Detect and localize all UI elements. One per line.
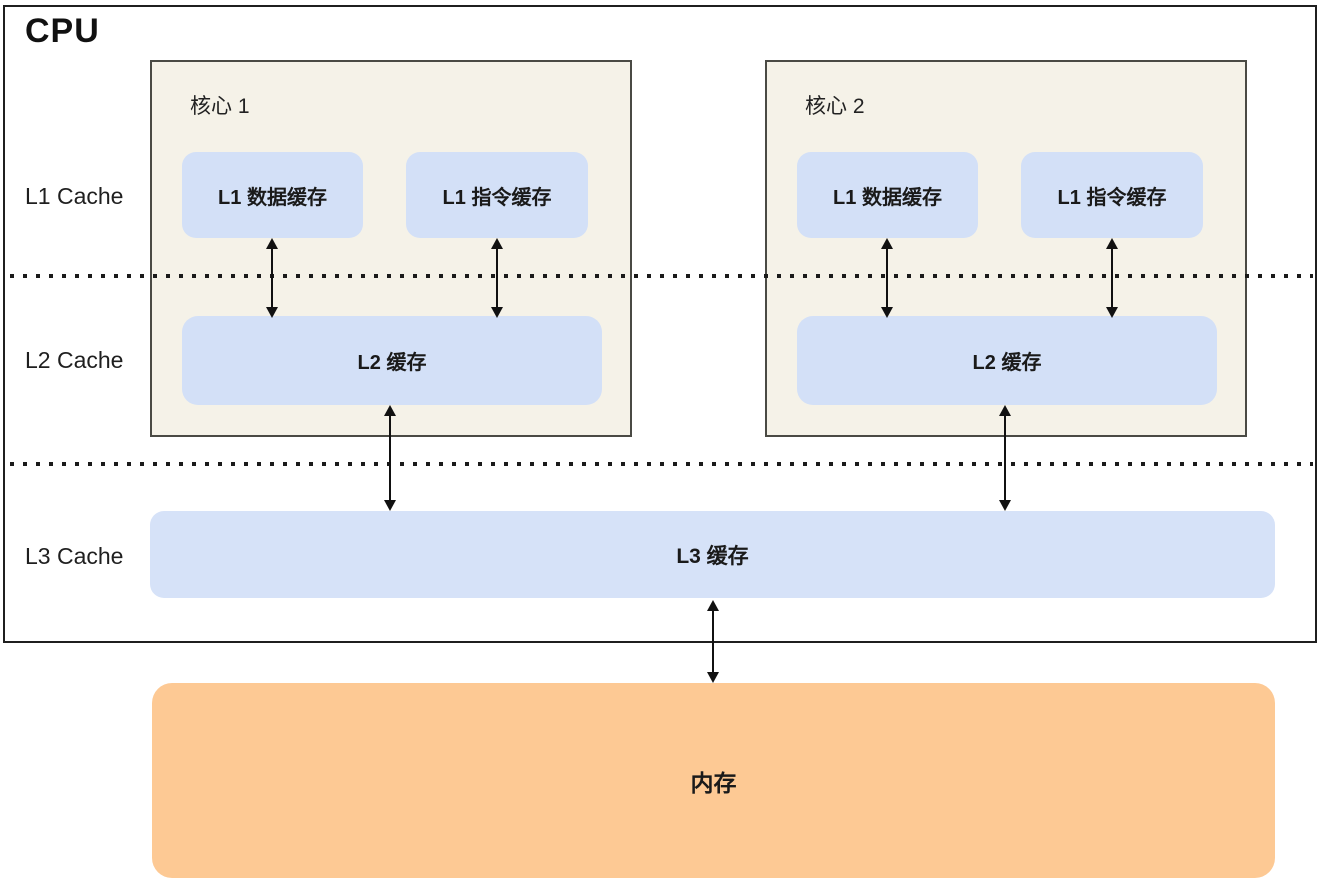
arrow-l3-memory: [706, 600, 720, 683]
l1-l2-dotted-separator: [10, 274, 1313, 278]
core-1-l2-cache: L2 缓存: [182, 316, 602, 405]
l2-l3-dotted-separator: [10, 462, 1313, 466]
l3-cache-box: L3 缓存: [150, 511, 1275, 598]
core-1-l1-instruction-cache: L1 指令缓存: [406, 152, 588, 238]
cpu-title: CPU: [25, 12, 100, 50]
arrow-core1-l2-l3: [383, 405, 397, 511]
arrow-core1-l1inst-l2: [490, 238, 504, 318]
core-2-box: 核心 2 L1 数据缓存 L1 指令缓存 L2 缓存: [765, 60, 1247, 437]
core-1-box: 核心 1 L1 数据缓存 L1 指令缓存 L2 缓存: [150, 60, 632, 437]
memory-box: 内存: [152, 683, 1275, 878]
core-2-l1-instruction-cache: L1 指令缓存: [1021, 152, 1203, 238]
arrow-core2-l2-l3: [998, 405, 1012, 511]
arrow-core2-l1inst-l2: [1105, 238, 1119, 318]
core-2-l2-cache: L2 缓存: [797, 316, 1217, 405]
row-label-l3-cache: L3 Cache: [25, 543, 124, 569]
core-2-name: 核心 2: [805, 95, 865, 118]
arrow-core2-l1data-l2: [880, 238, 894, 318]
arrow-core1-l1data-l2: [265, 238, 279, 318]
core-1-l1-data-cache: L1 数据缓存: [182, 152, 363, 238]
core-1-name: 核心 1: [190, 95, 250, 118]
row-label-l2-cache: L2 Cache: [25, 347, 124, 373]
row-label-l1-cache: L1 Cache: [25, 183, 124, 209]
core-2-l1-data-cache: L1 数据缓存: [797, 152, 978, 238]
